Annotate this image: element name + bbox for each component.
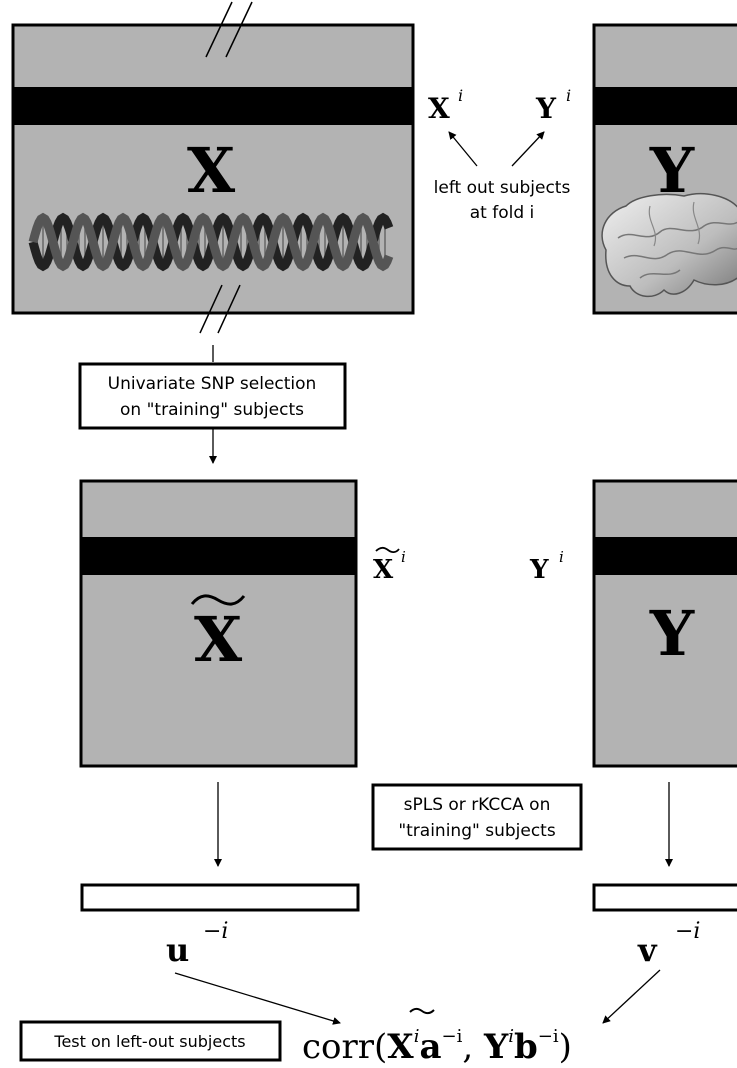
v-vector bbox=[592, 883, 737, 912]
y-matrix-middle: Y bbox=[592, 479, 737, 768]
svg-text:−i: −i bbox=[675, 919, 700, 944]
u-vector bbox=[80, 883, 360, 912]
arrow-to-y-fold bbox=[511, 131, 545, 167]
x-selected-band bbox=[13, 87, 413, 125]
y-selected-band bbox=[594, 87, 737, 125]
svg-text:Y: Y bbox=[529, 555, 549, 585]
u-label: u −i bbox=[166, 919, 228, 969]
y-middle-matrix-label: Y bbox=[649, 597, 695, 670]
test-box: Test on left-out subjects bbox=[19, 1020, 282, 1062]
correlation-formula: corr(Xia−i, Yib−i) bbox=[302, 1007, 572, 1067]
arrow-u-to-corr bbox=[174, 972, 341, 1025]
svg-text:on "training" subjects: on "training" subjects bbox=[120, 400, 304, 420]
svg-text:−i: −i bbox=[203, 919, 228, 944]
y-middle-selected-band bbox=[594, 537, 737, 575]
v-label: v −i bbox=[637, 919, 700, 969]
svg-text:u: u bbox=[166, 931, 189, 969]
tilde-mark bbox=[190, 594, 246, 606]
x-matrix: X bbox=[11, 23, 415, 315]
x-tilde-matrix-label: X bbox=[194, 603, 243, 676]
svg-text:sPLS or rKCCA on: sPLS or rKCCA on bbox=[404, 795, 551, 815]
svg-text:i: i bbox=[401, 548, 406, 566]
x-tilde-matrix: X bbox=[79, 479, 358, 768]
svg-text:X: X bbox=[373, 555, 394, 585]
svg-text:Y: Y bbox=[535, 92, 557, 125]
arrow-to-x-fold bbox=[448, 131, 478, 167]
svg-text:Test on left-out subjects: Test on left-out subjects bbox=[53, 1032, 245, 1051]
svg-text:i: i bbox=[458, 86, 463, 105]
y-fold-label: Y i bbox=[535, 86, 571, 125]
left-out-label-line2: at fold i bbox=[470, 203, 535, 223]
svg-text:i: i bbox=[566, 86, 571, 105]
svg-text:corr(Xia−i, Yib−i): corr(Xia−i, Yib−i) bbox=[302, 1026, 572, 1067]
x-fold-label: X i bbox=[428, 86, 463, 125]
x-tilde-selected-band bbox=[81, 537, 356, 575]
formula-tilde-mark bbox=[409, 1007, 435, 1015]
arrow-v-to-corr bbox=[602, 969, 661, 1024]
x-tilde-fold-label: X i bbox=[373, 546, 406, 585]
break-mark-top bbox=[205, 1, 253, 58]
svg-text:X: X bbox=[428, 92, 450, 125]
left-out-label-line1: left out subjects bbox=[434, 178, 571, 198]
spls-box: sPLS or rKCCA on "training" subjects bbox=[371, 783, 583, 851]
break-mark-bottom bbox=[199, 284, 241, 334]
svg-text:"training" subjects: "training" subjects bbox=[398, 821, 556, 841]
svg-text:Univariate SNP selection: Univariate SNP selection bbox=[108, 374, 317, 394]
x-matrix-label: X bbox=[187, 134, 236, 207]
svg-text:v: v bbox=[637, 931, 658, 969]
svg-text:i: i bbox=[559, 548, 564, 566]
y-middle-fold-label: Y i bbox=[529, 548, 564, 585]
dna-helix-icon bbox=[28, 212, 394, 272]
brain-icon bbox=[601, 192, 737, 298]
snp-selection-box: Univariate SNP selection on "training" s… bbox=[78, 362, 347, 430]
